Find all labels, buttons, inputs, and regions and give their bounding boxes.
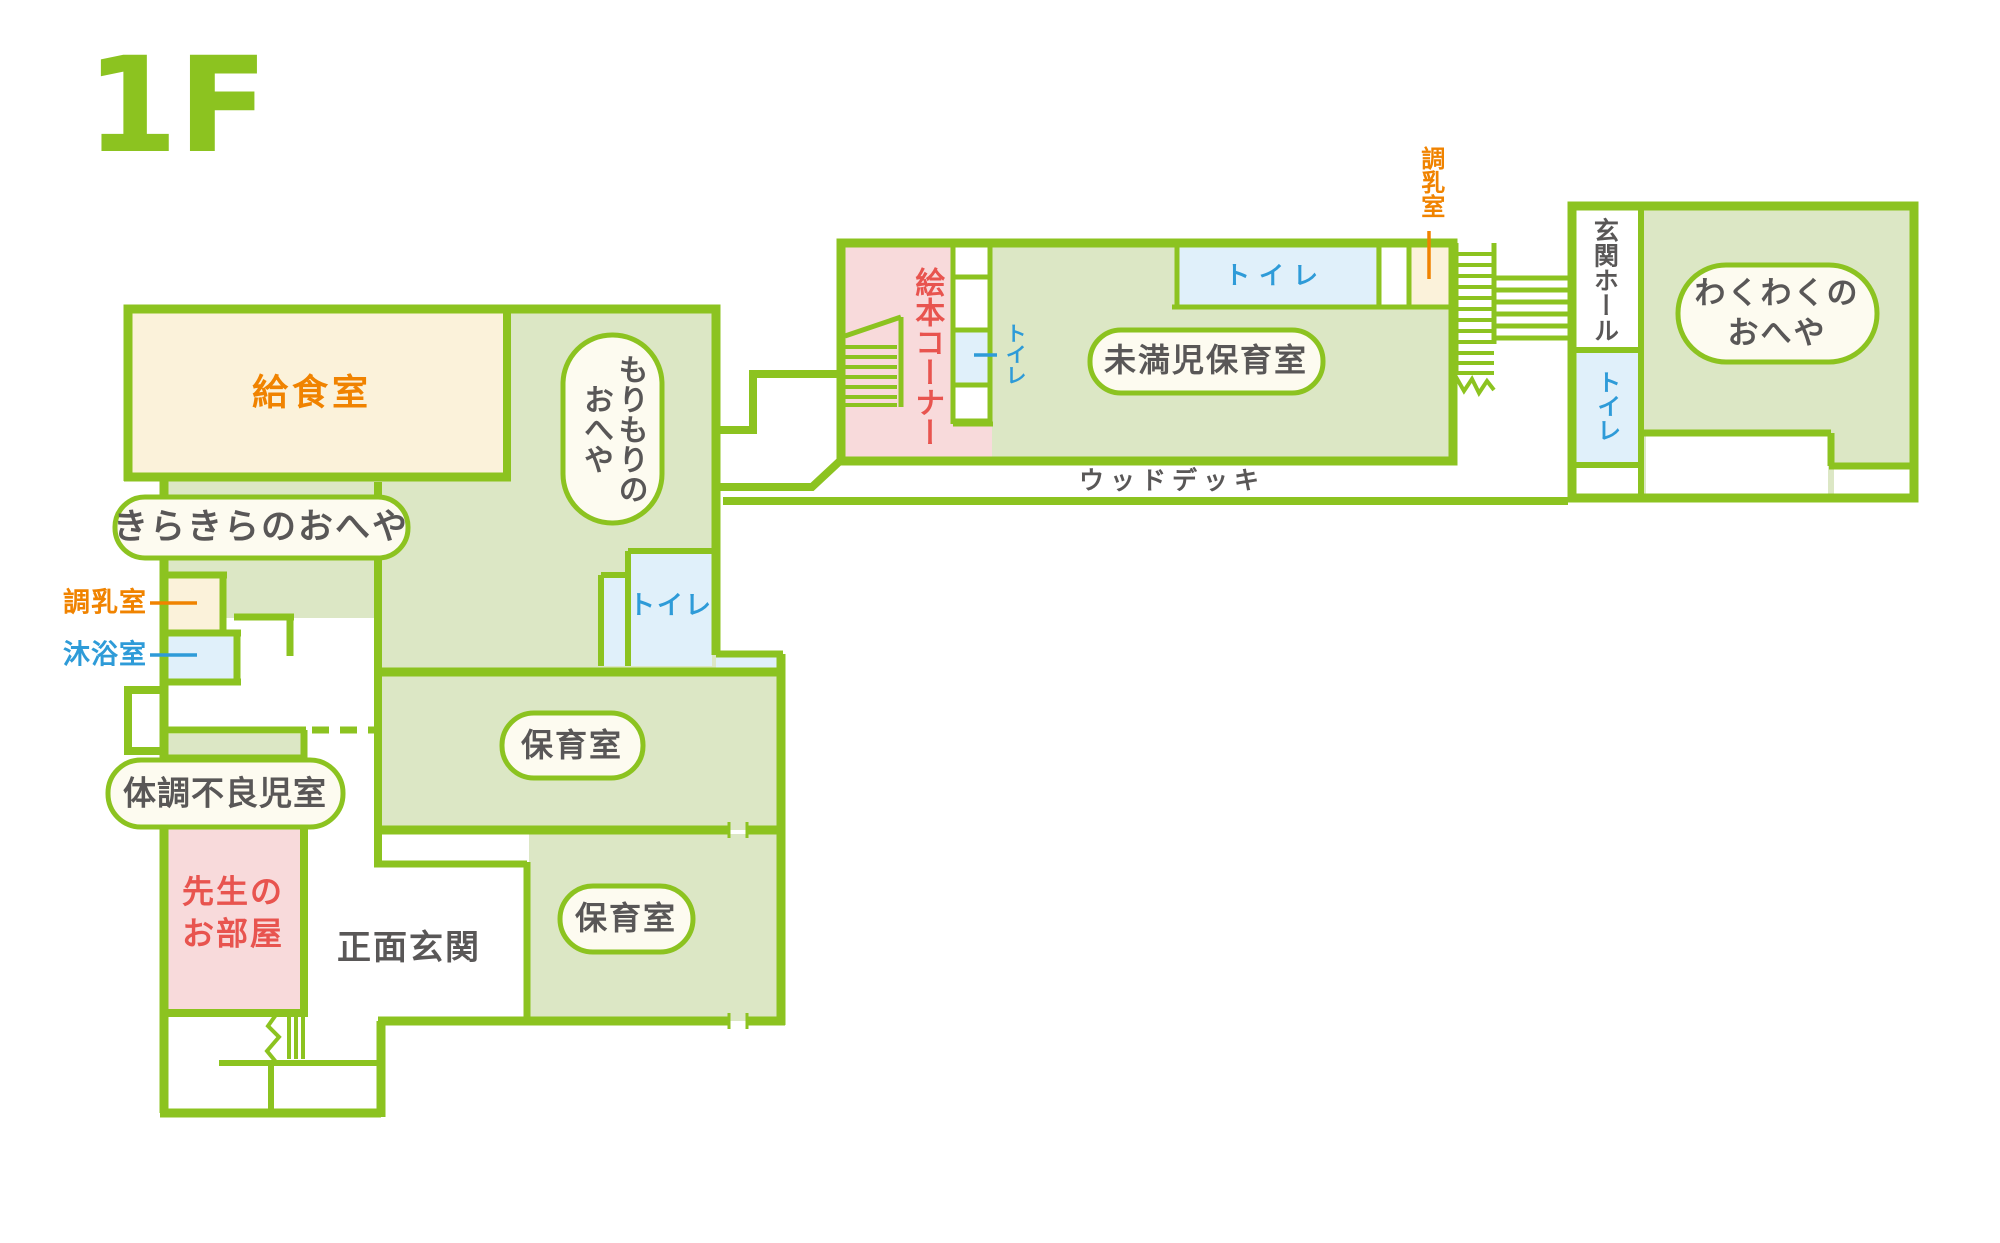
nursery-room-1-label: 保育室 — [520, 726, 624, 765]
picture-book-corner-label: 絵本コーナー — [909, 267, 945, 447]
kitchen-room-shape — [128, 309, 511, 481]
nursery2-bubble — [557, 883, 696, 955]
toilet-small-cell-shape — [954, 332, 989, 383]
kirakira-bubble — [112, 494, 411, 561]
infant-nursery-room-label: 未満児保育室 — [1103, 341, 1309, 380]
sick-child-bubble — [105, 757, 346, 830]
middle-white-cell — [1381, 247, 1407, 305]
wakuwaku-room-label: わくわくの おへや — [1694, 275, 1860, 352]
kitchen-label: 給食室 — [251, 372, 373, 414]
floor-title: 1F — [86, 29, 269, 183]
toilet-small-cell-label: トイレ — [1003, 322, 1028, 386]
teachers-room-label: 先生の お部屋 — [181, 872, 285, 952]
wakuwaku-bubble — [1675, 262, 1880, 365]
toilet-middle-label: トイレ — [1224, 260, 1328, 290]
toilet-right-shape — [1576, 353, 1638, 463]
morimori-room-label: もりもりの おへや — [578, 354, 648, 504]
nursery1-bubble — [499, 710, 646, 781]
wakuwaku-notch-1 — [1646, 436, 1828, 496]
toilet-left-shape — [630, 551, 712, 666]
entrance-hall-label: 玄関ホール — [1590, 217, 1620, 343]
label-bubbles — [105, 262, 1880, 955]
wood-deck-label: ウッドデッキ — [1078, 465, 1266, 495]
infant-nursery-bubble — [1087, 327, 1326, 396]
sick-child-room-shape — [166, 734, 302, 756]
stairs-entrance-bottom — [264, 1010, 305, 1064]
toilet-left-outer-sliver — [716, 656, 779, 669]
bathing-room-shape — [165, 635, 235, 680]
stairs-to-entrance-hall — [1453, 243, 1570, 397]
toilet-middle-shape — [1179, 247, 1376, 305]
milk-room-left-label: 調乳室 — [63, 587, 147, 619]
nursery-room-2-label: 保育室 — [574, 899, 678, 938]
toilet-left-label: トイレ — [628, 591, 714, 622]
kirakira-room-label: きらきらのおへや — [112, 507, 410, 548]
milk-room-right-label: 調乳室 — [1416, 146, 1445, 218]
morimori-bubble — [560, 332, 665, 526]
main-entrance-label: 正面玄関 — [337, 927, 481, 968]
wakuwaku-notch-2 — [1834, 468, 1911, 496]
stairs-picture-book-corner — [844, 314, 904, 407]
toilet-right-label: トイレ — [1592, 370, 1621, 442]
sick-child-room-label: 体調不良児室 — [123, 773, 327, 813]
leader-lines — [150, 231, 1431, 657]
bathing-room-label: 沐浴室 — [63, 639, 147, 671]
